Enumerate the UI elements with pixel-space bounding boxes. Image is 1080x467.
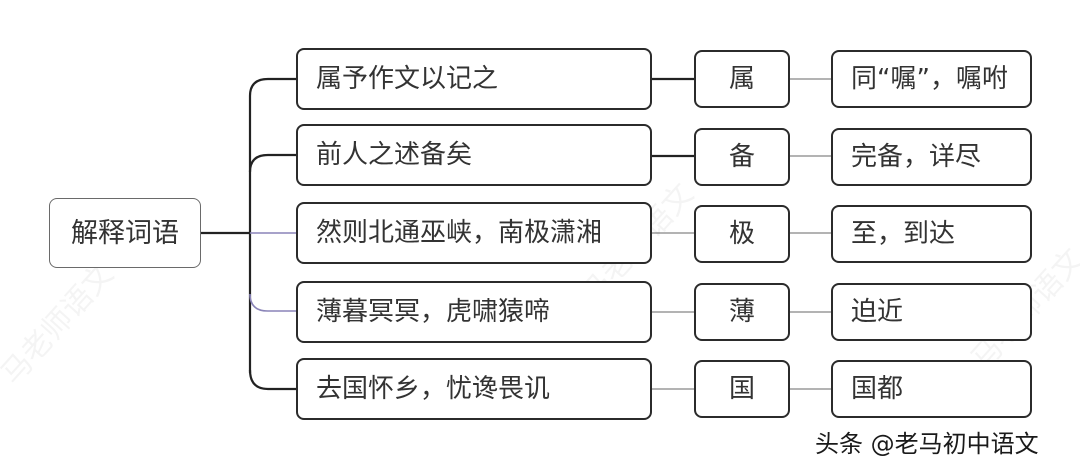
meaning-node-3: 迫近 (831, 283, 1032, 341)
branch-connector-4 (248, 369, 296, 391)
character-node-1: 备 (694, 128, 790, 186)
source-credit: 头条 @老马初中语文 (815, 430, 1039, 458)
phrase-node-4: 去国怀乡，忧谗畏讥 (296, 358, 652, 420)
phrase-node-3: 薄暮冥冥，虎啸猿啼 (296, 281, 652, 343)
meaning-node-2: 至，到达 (831, 205, 1032, 263)
phrase-node-1: 前人之述备矣 (296, 124, 652, 186)
meaning-node-0: 同“嘱”，嘱咐 (831, 50, 1032, 108)
phrase-node-2: 然则北通巫峡，南极潇湘 (296, 202, 652, 264)
branch-connector-1 (248, 153, 296, 173)
character-node-3: 薄 (694, 283, 790, 341)
character-node-2: 极 (694, 205, 790, 263)
phrase-node-0: 属予作文以记之 (296, 48, 652, 110)
root-node: 解释词语 (49, 198, 201, 268)
meaning-node-4: 国都 (831, 360, 1032, 418)
branch-connector-0 (248, 77, 296, 97)
meaning-node-1: 完备，详尽 (831, 128, 1032, 186)
character-node-0: 属 (694, 50, 790, 108)
branch-connector-3 (249, 293, 296, 312)
character-node-4: 国 (694, 360, 790, 418)
